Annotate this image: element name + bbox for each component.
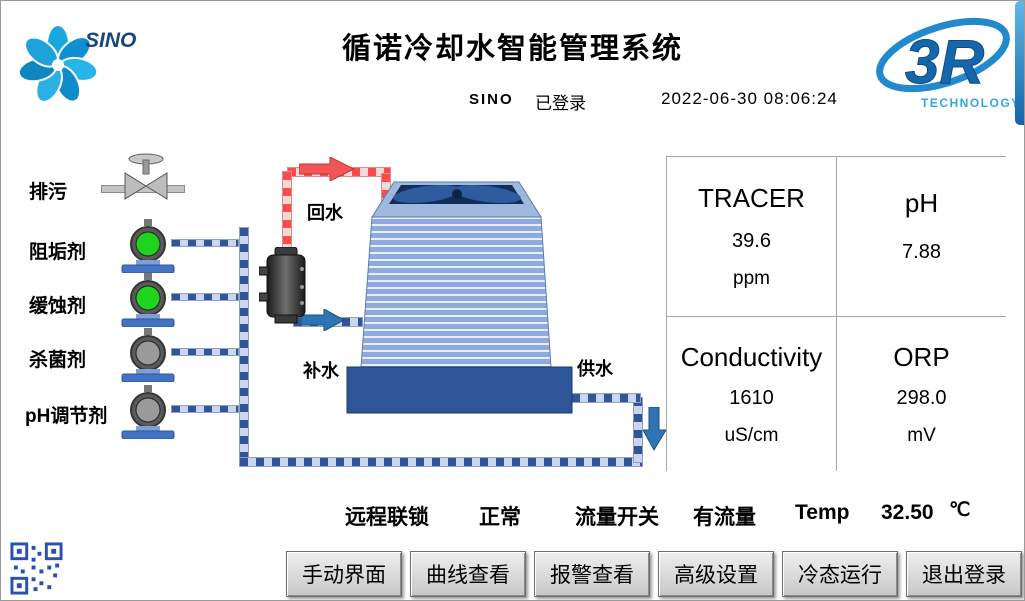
logout-button[interactable]: 退出登录	[906, 551, 1022, 597]
pipe-pump1-stub	[171, 239, 239, 247]
makeup-water-label: 补水	[303, 361, 339, 381]
metric-conductivity: Conductivity 1610 uS/cm	[667, 317, 836, 471]
curve-view-button[interactable]: 曲线查看	[410, 551, 526, 597]
metric-orp-name: ORP	[893, 341, 950, 372]
fan-blades-icon	[393, 185, 521, 203]
temperature-unit: ℃	[949, 500, 971, 521]
sino-logo: SINO	[17, 24, 136, 102]
pipe-dosing-header	[239, 227, 249, 467]
flow-switch-label: 流量开关	[575, 506, 659, 529]
label-scale-inhibitor: 阻垢剂	[29, 242, 87, 263]
scale-inhibitor-pump-icon[interactable]	[119, 219, 177, 273]
pipe-pump4-stub	[171, 405, 239, 413]
3r-logo-text: 3R	[905, 28, 984, 97]
return-flow-arrow-icon	[299, 157, 355, 181]
metric-orp-value: 298.0	[896, 387, 947, 409]
datetime: 2022-06-30 08:06:24	[661, 89, 838, 108]
cold-run-button[interactable]: 冷态运行	[782, 551, 898, 597]
metric-conductivity-unit: uS/cm	[724, 424, 779, 446]
page-title: 循诺冷却水智能管理系统	[341, 33, 683, 65]
tower-body	[360, 216, 552, 368]
remote-interlock-value: 正常	[479, 506, 521, 529]
metric-tracer-unit: ppm	[733, 268, 770, 290]
login-status: 已登录	[535, 94, 586, 113]
metric-tracer-name: TRACER	[698, 182, 805, 213]
3r-logo-subtext: TECHNOLOGY	[921, 96, 1017, 110]
sino-pinwheel-icon	[17, 24, 99, 102]
biocide-pump-icon[interactable]	[119, 328, 177, 382]
logged-user: SINO	[469, 91, 514, 108]
label-corrosion-inhibitor: 缓蚀剂	[29, 296, 87, 317]
return-water-label: 回水	[307, 203, 343, 223]
qr-code-icon	[9, 541, 64, 596]
metric-conductivity-name: Conductivity	[680, 341, 823, 372]
metric-ph-name: pH	[904, 188, 939, 219]
metric-tracer: TRACER 39.6 ppm	[667, 157, 836, 316]
filter-vessel-icon[interactable]	[259, 247, 313, 325]
metric-orp: ORP 298.0 mV	[837, 317, 1006, 471]
edge-accent-bar	[1015, 1, 1024, 125]
pipe-pump2-stub	[171, 293, 239, 301]
sino-logo-text: SINO	[85, 29, 136, 52]
tower-basin	[346, 366, 573, 414]
makeup-flow-arrow-icon	[301, 309, 345, 331]
metric-conductivity-value: 1610	[729, 387, 774, 409]
metrics-panel: TRACER 39.6 ppm pH 7.88 Conductivity 161…	[666, 156, 1006, 471]
manual-screen-button[interactable]: 手动界面	[286, 551, 402, 597]
ph-adjuster-pump-icon[interactable]	[119, 385, 177, 439]
metric-tracer-value: 39.6	[732, 229, 771, 252]
label-biocide: 杀菌剂	[29, 350, 87, 371]
pipe-bottom-main	[239, 457, 643, 467]
pipe-return-left-riser	[282, 171, 292, 253]
supply-flow-arrow-icon	[643, 407, 667, 451]
cooling-tower[interactable]	[339, 177, 579, 419]
metric-orp-unit: mV	[907, 424, 936, 446]
3r-swoosh-icon	[876, 17, 1010, 93]
remote-interlock-label: 远程联锁	[345, 506, 429, 529]
pipe-supply	[571, 393, 641, 403]
temperature-label: Temp	[795, 501, 850, 524]
blowdown-valve-icon[interactable]	[119, 151, 181, 207]
advanced-settings-button[interactable]: 高级设置	[658, 551, 774, 597]
3r-logo: 3R TECHNOLOGY	[876, 17, 1017, 110]
label-ph-adjuster: pH调节剂	[25, 406, 108, 427]
flow-switch-value: 有流量	[693, 506, 756, 529]
corrosion-inhibitor-pump-icon[interactable]	[119, 273, 177, 327]
alarm-view-button[interactable]: 报警查看	[534, 551, 650, 597]
temperature-value: 32.50	[881, 501, 934, 524]
label-blowdown: 排污	[29, 182, 68, 203]
nav-button-row: 手动界面 曲线查看 报警查看 高级设置 冷态运行 退出登录	[286, 551, 1022, 597]
supply-water-label: 供水	[577, 359, 613, 379]
pipe-supply-drop	[633, 397, 643, 463]
pipe-pump3-stub	[171, 348, 239, 356]
metric-ph-value: 7.88	[902, 240, 941, 263]
metric-ph: pH 7.88	[837, 157, 1006, 316]
